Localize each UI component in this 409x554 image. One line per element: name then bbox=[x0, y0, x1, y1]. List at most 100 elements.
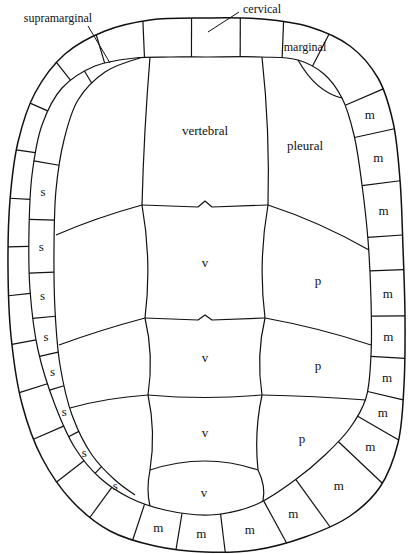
scute-seam bbox=[257, 395, 262, 470]
scute-letter: m bbox=[288, 507, 298, 520]
scute-label: marginal bbox=[284, 41, 326, 53]
scute-letter: v bbox=[202, 351, 209, 364]
scute-seam bbox=[12, 340, 36, 344]
scute-letter: m bbox=[382, 371, 392, 384]
scute-seam bbox=[29, 219, 54, 221]
scute-label: pleural bbox=[287, 139, 323, 152]
scute-seam bbox=[148, 470, 150, 506]
scute-seam bbox=[30, 103, 48, 111]
scute-letter: p bbox=[299, 432, 306, 445]
scute-seam bbox=[264, 501, 287, 543]
scute-letter: m bbox=[378, 406, 388, 419]
scute-seam bbox=[56, 62, 70, 80]
scute-letter: m bbox=[373, 151, 383, 164]
scute-seam bbox=[29, 272, 54, 274]
scute-seam bbox=[70, 395, 148, 408]
scute-seam bbox=[10, 198, 30, 199]
carapace-outline bbox=[8, 18, 405, 553]
scute-seam bbox=[34, 161, 59, 165]
scute-seam bbox=[240, 18, 241, 57]
scute-seam bbox=[69, 431, 79, 436]
scute-seams bbox=[56, 57, 371, 506]
scute-letter: m bbox=[334, 479, 344, 492]
scute-seam bbox=[368, 392, 404, 400]
scute-seam bbox=[191, 18, 192, 57]
callout-label: cervical bbox=[243, 3, 281, 15]
scute-seam bbox=[362, 181, 400, 186]
scute-seam bbox=[33, 316, 56, 318]
scute-seam bbox=[57, 461, 84, 482]
scute-seam bbox=[176, 513, 182, 549]
scute-seam bbox=[358, 416, 399, 440]
scute-letter: s bbox=[113, 479, 118, 492]
scute-letter: m bbox=[365, 440, 375, 453]
scute-seam bbox=[371, 356, 405, 358]
scute-seam bbox=[298, 60, 342, 98]
scute-seam bbox=[148, 395, 153, 470]
scute-seam bbox=[8, 293, 30, 295]
scute-seam bbox=[96, 35, 104, 63]
leader-line bbox=[208, 12, 239, 32]
scute-letter: s bbox=[62, 405, 67, 418]
scute-seam bbox=[262, 57, 268, 205]
scute-seam bbox=[8, 246, 29, 248]
scute-seam bbox=[90, 487, 112, 517]
scute-seam bbox=[262, 205, 268, 318]
callout-label: supramarginal bbox=[24, 12, 92, 24]
marginal-inner-edge bbox=[29, 57, 372, 515]
scute-seam bbox=[355, 129, 395, 138]
scute-seam bbox=[39, 352, 58, 356]
scute-seam bbox=[142, 205, 148, 318]
scute-label: vertebral bbox=[182, 124, 228, 137]
scute-seam bbox=[262, 395, 366, 400]
scute-seam bbox=[368, 235, 403, 237]
scute-seam bbox=[33, 426, 63, 439]
scute-letter: m bbox=[245, 523, 255, 536]
scute-letter: s bbox=[41, 185, 46, 198]
scute-seam bbox=[143, 21, 145, 57]
leader-line bbox=[88, 26, 110, 63]
scute-seam bbox=[371, 315, 405, 316]
scute-seam bbox=[50, 386, 64, 390]
scute-seam bbox=[95, 467, 101, 474]
supramarginal-inner-edge bbox=[54, 58, 140, 495]
scute-seam bbox=[370, 270, 404, 271]
scute-seam bbox=[150, 461, 258, 470]
scute-seam bbox=[296, 479, 330, 527]
scute-seam bbox=[142, 57, 150, 205]
scute-letter: v bbox=[202, 256, 209, 269]
scute-letter: p bbox=[315, 274, 322, 287]
scute-letter: m bbox=[378, 204, 388, 217]
scute-seam bbox=[265, 318, 371, 345]
scute-seam bbox=[142, 201, 268, 207]
scute-seam bbox=[221, 514, 226, 552]
scute-letter: m bbox=[196, 527, 206, 540]
scute-seam bbox=[59, 318, 145, 345]
scute-seam bbox=[145, 318, 150, 395]
scute-seam bbox=[19, 384, 47, 393]
scute-letter: s bbox=[50, 365, 55, 378]
scute-letter: s bbox=[40, 289, 45, 302]
scute-seam bbox=[258, 470, 264, 501]
scute-seam bbox=[260, 318, 265, 395]
scute-letter: m bbox=[365, 108, 375, 121]
scute-letter: s bbox=[44, 330, 49, 343]
scute-letter: m bbox=[383, 287, 393, 300]
scute-letter: m bbox=[153, 521, 163, 534]
scute-letter: v bbox=[201, 486, 208, 499]
scute-letter: s bbox=[82, 446, 87, 459]
scute-seam bbox=[282, 21, 283, 57]
scute-seam bbox=[84, 71, 91, 83]
scute-seam bbox=[268, 205, 369, 250]
scute-seam bbox=[338, 442, 382, 484]
scute-seam bbox=[345, 89, 383, 105]
shell-outline bbox=[8, 18, 405, 553]
scute-letter: s bbox=[39, 240, 44, 253]
scute-seam bbox=[145, 315, 265, 320]
scute-letter: m bbox=[383, 330, 393, 343]
scute-seam bbox=[56, 205, 142, 235]
scute-letter: p bbox=[315, 359, 322, 372]
scute-seam bbox=[148, 395, 262, 398]
